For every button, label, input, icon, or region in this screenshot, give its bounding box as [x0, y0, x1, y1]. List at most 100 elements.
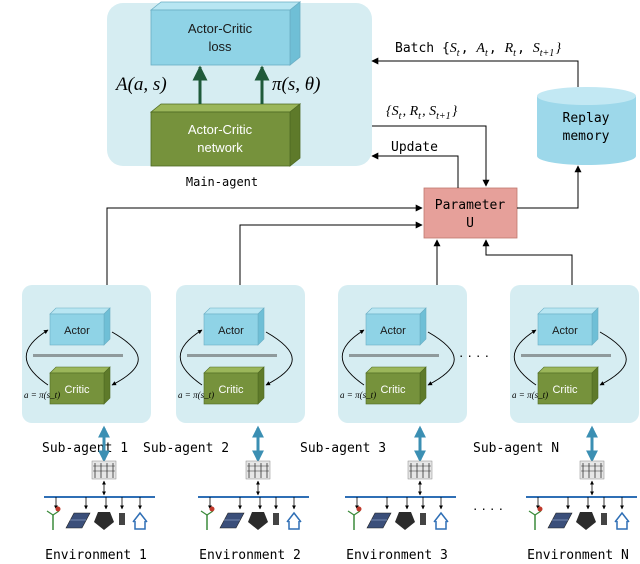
environment-label: Environment 3: [346, 548, 448, 563]
critic-box-side: [419, 366, 427, 405]
transition-arrow: [372, 125, 490, 187]
action-formula: a = π(s_t): [340, 390, 376, 400]
critic-box-top: [537, 366, 599, 374]
loss-label-line2: loss: [208, 39, 232, 54]
house-icon: [132, 511, 148, 530]
parameter-label-line1: Parameter: [435, 198, 506, 213]
replay-label-line2: memory: [563, 129, 610, 144]
substation-icon: [245, 460, 271, 480]
ellipsis-bottom: · · · ·: [473, 500, 503, 516]
actor-label: Actor: [64, 325, 90, 337]
actor-box-top: [49, 307, 111, 315]
transition-label: {St , Rt , St+1 }: [386, 104, 458, 122]
solar-panel-icon: [366, 512, 392, 529]
environment-label: Environment 2: [199, 548, 301, 563]
battery-icon: [94, 512, 114, 530]
batch-arrow: [371, 57, 579, 87]
load-icon: [601, 513, 607, 525]
actor-to-critic-arrow: [265, 331, 293, 386]
actor-label: Actor: [552, 325, 578, 337]
wind-turbine-icon: [46, 506, 61, 530]
actor-label: Actor: [380, 325, 406, 337]
critic-box-side: [591, 366, 599, 405]
solar-panel-icon: [547, 512, 573, 529]
actor-box-top: [365, 307, 427, 315]
actor-label: Actor: [218, 325, 244, 337]
actor-to-critic-arrow: [599, 331, 627, 386]
action-formula: a = π(s_t): [24, 390, 60, 400]
substation-icon: [407, 460, 433, 480]
critic-to-actor-arrow: [513, 329, 537, 386]
critic-label: Critic: [380, 384, 406, 396]
update-arrow: [371, 152, 459, 188]
update-label: Update: [391, 140, 438, 155]
critic-box-top: [203, 366, 265, 374]
critic-box: [365, 372, 421, 405]
network-label-line2: network: [197, 140, 243, 155]
wind-turbine-icon: [347, 506, 362, 530]
house-icon: [286, 511, 302, 530]
critic-box-side: [103, 366, 111, 405]
main-agent-label: Main-agent: [186, 175, 258, 189]
parameter-label-line2: U: [466, 216, 474, 231]
ellipsis-middle: · · · ·: [459, 347, 489, 363]
replay-label-line1: Replay: [563, 111, 610, 126]
critic-to-actor-arrow: [179, 329, 203, 386]
critic-label: Critic: [218, 384, 244, 396]
substation-icon: [91, 460, 117, 480]
actor-box-side: [419, 307, 427, 346]
parameter-u-box: Parameter U: [423, 187, 518, 239]
action-formula: a = π(s_t): [512, 390, 548, 400]
wind-turbine-icon: [528, 506, 543, 530]
critic-to-actor-arrow: [341, 329, 365, 386]
actor-box: [365, 313, 421, 346]
substation-icon: [579, 460, 605, 480]
load-icon: [420, 513, 426, 525]
critic-box-side: [257, 366, 265, 405]
actor-box-top: [537, 307, 599, 315]
house-icon: [433, 511, 449, 530]
battery-icon: [576, 512, 596, 530]
actor-to-critic-arrow: [111, 331, 139, 386]
actor-to-critic-arrow: [427, 331, 455, 386]
critic-box: [203, 372, 259, 405]
solar-panel-icon: [219, 512, 245, 529]
actor-box-side: [591, 307, 599, 346]
actor-critic-loss-box: Actor-Critic loss: [149, 1, 302, 66]
actor-critic-network-box: Actor-Critic network: [149, 103, 302, 167]
actor-box: [537, 313, 593, 346]
sub1-to-parameter-arrow: [106, 204, 423, 285]
sub-agent-label: Sub-agent 1: [42, 441, 128, 456]
gradient-formula-mark: [33, 354, 123, 357]
wind-turbine-icon: [200, 506, 215, 530]
solar-panel-icon: [65, 512, 91, 529]
network-label-line1: Actor-Critic: [188, 122, 253, 137]
gradient-formula-mark: [349, 354, 439, 357]
critic-to-actor-arrow: [25, 329, 49, 386]
battery-icon: [248, 512, 268, 530]
load-icon: [273, 513, 279, 525]
house-icon: [614, 511, 630, 530]
replay-memory-cylinder: Replay memory: [537, 87, 636, 165]
actor-box-side: [103, 307, 111, 346]
policy-label: π(s, θ): [272, 74, 320, 95]
sub-agent-label: Sub-agent 3: [300, 441, 386, 456]
gradient-formula-mark: [521, 354, 611, 357]
sub2-to-parameter-arrow: [239, 221, 423, 285]
environment-label: Environment 1: [45, 548, 147, 563]
critic-box: [49, 372, 105, 405]
critic-box-top: [49, 366, 111, 374]
critic-label: Critic: [64, 384, 90, 396]
sub-agent-label: Sub-agent 2: [143, 441, 229, 456]
subn-to-parameter-arrow: [482, 239, 573, 285]
actor-box-side: [257, 307, 265, 346]
environment-label: Environment N: [527, 548, 629, 563]
action-formula: a = π(s_t): [178, 390, 214, 400]
